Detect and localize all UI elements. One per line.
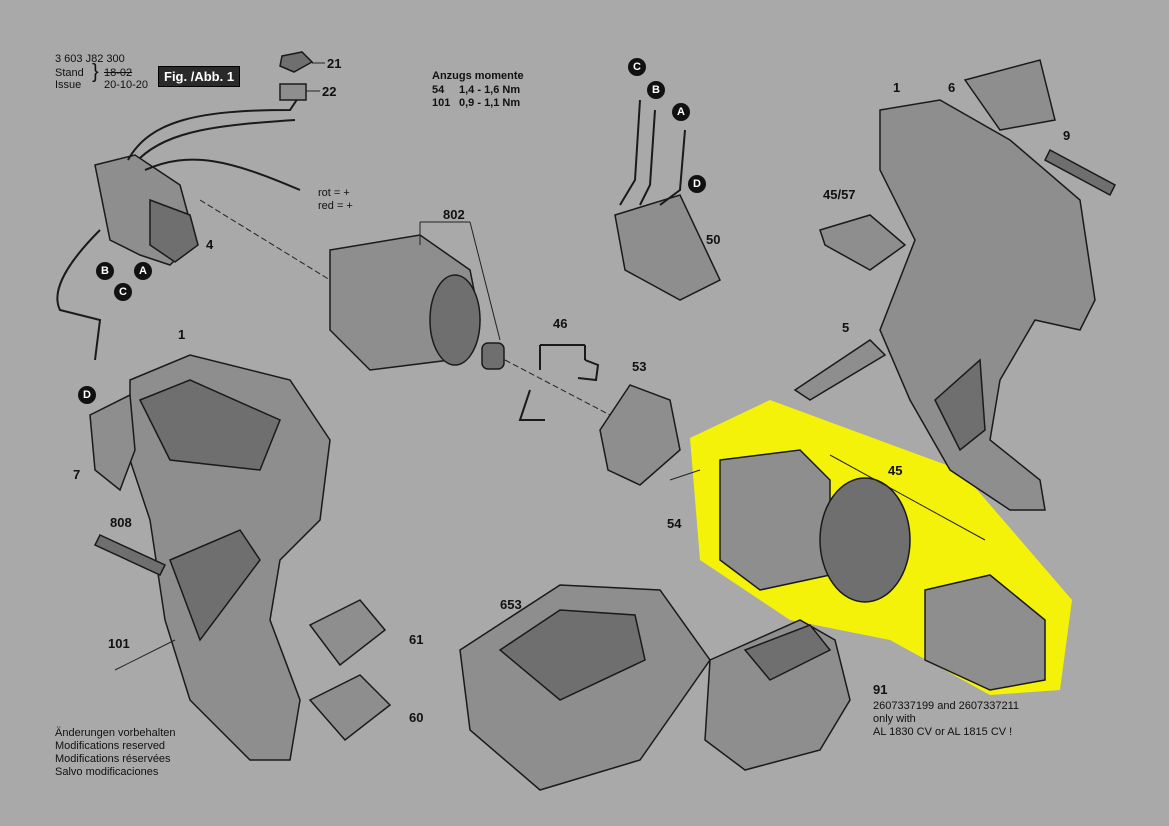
torque-row-part: 101 bbox=[432, 97, 451, 109]
circuit-board-part bbox=[614, 99, 721, 301]
part-number-label: 5 bbox=[842, 320, 850, 335]
charger-part bbox=[459, 584, 711, 791]
part-21 bbox=[279, 51, 314, 73]
torque-title: Anzugs momente bbox=[432, 70, 524, 82]
stand-value: 18-02 bbox=[104, 67, 133, 79]
gearbox-part bbox=[719, 449, 1046, 691]
wire-color-note: rot = + bbox=[318, 187, 350, 199]
part-53 bbox=[599, 384, 681, 486]
connector-marker: D bbox=[688, 175, 706, 193]
part-number-label: 9 bbox=[1063, 128, 1071, 143]
part-number-label: 46 bbox=[553, 316, 568, 331]
battery-note-line: AL 1830 CV or AL 1815 CV ! bbox=[873, 726, 1013, 738]
footer-note-line: Salvo modificaciones bbox=[55, 766, 159, 778]
stand-label: Stand bbox=[55, 67, 84, 79]
part-number-label: 61 bbox=[409, 632, 424, 647]
screw-101 bbox=[114, 639, 176, 671]
part-number-label: 4 bbox=[206, 237, 214, 252]
part-number-label: 50 bbox=[706, 232, 721, 247]
connector-marker: C bbox=[628, 58, 646, 76]
part-number-label: 1 bbox=[893, 80, 901, 95]
part-number-label: 6 bbox=[948, 80, 956, 95]
part-60 bbox=[308, 674, 392, 742]
part-number-label: 60 bbox=[409, 710, 424, 725]
part-number-label: 91 bbox=[873, 682, 888, 697]
connector-marker: C bbox=[114, 283, 132, 301]
housing-right bbox=[879, 99, 1096, 511]
torque-row-value: 0,9 - 1,1 Nm bbox=[459, 97, 521, 109]
battery-note-line: 2607337199 and 2607337211 bbox=[873, 700, 1020, 712]
part-number-label: 101 bbox=[108, 636, 130, 651]
part-number-label: 1 bbox=[178, 327, 186, 342]
issue-label: Issue bbox=[55, 79, 82, 91]
switch-part bbox=[56, 94, 301, 361]
part-number-label: 7 bbox=[73, 467, 81, 482]
part-number-label: 653 bbox=[500, 597, 522, 612]
part-808 bbox=[93, 534, 167, 576]
part-5 bbox=[793, 339, 887, 401]
torque-row-value: 1,4 - 1,6 Nm bbox=[459, 84, 521, 96]
part-6 bbox=[963, 59, 1056, 131]
connector-marker: A bbox=[134, 262, 152, 280]
issue-value: 20-10-20 bbox=[104, 79, 149, 91]
part-number-label: 802 bbox=[443, 207, 465, 222]
part-number-label: 53 bbox=[632, 359, 647, 374]
part-45-57 bbox=[819, 214, 907, 271]
connector-marker: B bbox=[647, 81, 665, 99]
torque-row-part: 54 bbox=[432, 84, 445, 96]
footer-note-line: Modifications réservées bbox=[55, 753, 171, 765]
battery-note-line: only with bbox=[873, 713, 916, 725]
doc-number: 3 603 J82 300 bbox=[55, 53, 125, 65]
motor-part bbox=[329, 221, 505, 371]
figure-label: Fig. /Abb. 1 bbox=[158, 66, 241, 87]
brace-icon: } bbox=[92, 61, 99, 83]
part-number-label: 45/57 bbox=[823, 187, 856, 202]
part-number-label: 45 bbox=[888, 463, 903, 478]
footer-note-line: Modifications reserved bbox=[55, 740, 166, 752]
footer-note-line: Änderungen vorbehalten bbox=[55, 727, 176, 739]
part-61 bbox=[308, 599, 387, 667]
part-number-label: 808 bbox=[110, 515, 132, 530]
housing-left bbox=[129, 354, 331, 761]
part-22 bbox=[279, 83, 307, 101]
part-number-label: 22 bbox=[322, 84, 337, 99]
part-number-label: 54 bbox=[667, 516, 682, 531]
part-7 bbox=[89, 393, 136, 492]
connector-marker: B bbox=[96, 262, 114, 280]
wire-color-note: red = + bbox=[318, 200, 353, 212]
part-number-label: 21 bbox=[327, 56, 342, 71]
part-9 bbox=[1044, 148, 1116, 197]
battery-part bbox=[704, 619, 851, 771]
connector-marker: A bbox=[672, 103, 690, 121]
connector-marker: D bbox=[78, 386, 96, 404]
